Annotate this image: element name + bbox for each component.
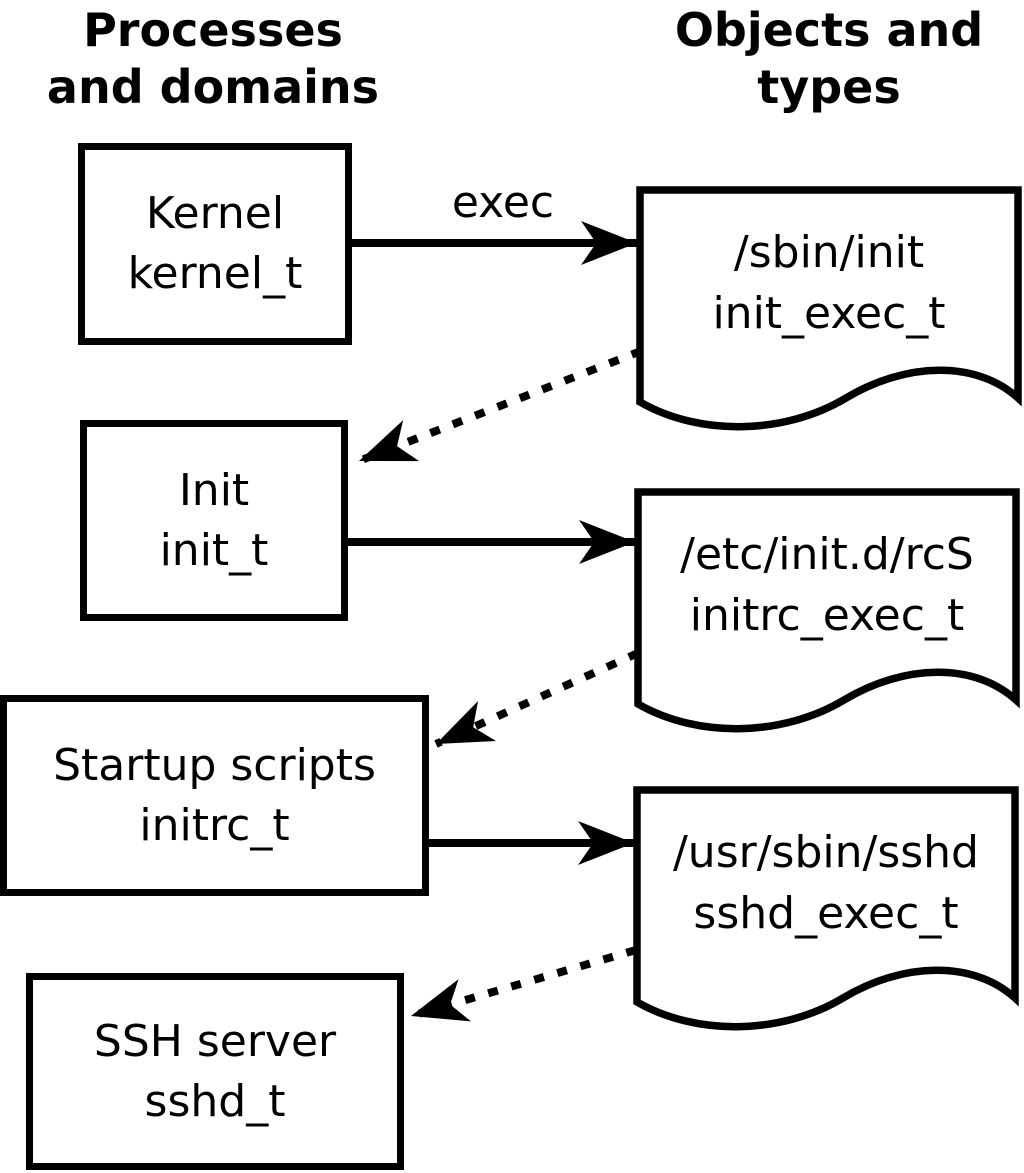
process-box-startup-scripts: Startup scripts initrc_t xyxy=(0,695,429,896)
process-name-label: Startup scripts xyxy=(53,739,376,791)
column-header-objects-line1: Objects and xyxy=(674,3,984,57)
column-header-processes-line1: Processes xyxy=(83,3,343,57)
process-box-ssh-server: SSH server sshd_t xyxy=(26,973,404,1170)
process-name-label: Kernel xyxy=(145,188,285,239)
process-name-label: Init xyxy=(178,464,250,516)
process-domain-label: initrc_t xyxy=(139,799,290,851)
exec-arrow-label: exec xyxy=(451,177,555,228)
process-box-init: Init init_t xyxy=(80,420,348,621)
column-header-processes: Processes and domains xyxy=(13,2,413,116)
process-domain-label: init_t xyxy=(159,524,269,576)
process-name-label: SSH server xyxy=(93,1015,337,1067)
process-domain-label: kernel_t xyxy=(127,248,303,299)
column-header-processes-line2: and domains xyxy=(46,60,380,114)
transition-arrow-init-exec-to-init-t xyxy=(357,347,643,465)
object-document-usr-sbin-sshd xyxy=(637,790,1015,1027)
process-box-kernel: Kernel kernel_t xyxy=(78,143,352,345)
column-header-objects-line2: types xyxy=(757,60,901,114)
transition-arrow-initrc-exec-to-initrc-t xyxy=(434,649,640,748)
column-header-objects: Objects and types xyxy=(629,2,1024,116)
object-document-sbin-init xyxy=(640,190,1018,427)
object-document-etc-initd-rcs xyxy=(638,492,1016,729)
process-domain-label: sshd_t xyxy=(144,1075,286,1127)
transition-arrow-sshd-exec-to-sshd-t xyxy=(409,946,638,1022)
